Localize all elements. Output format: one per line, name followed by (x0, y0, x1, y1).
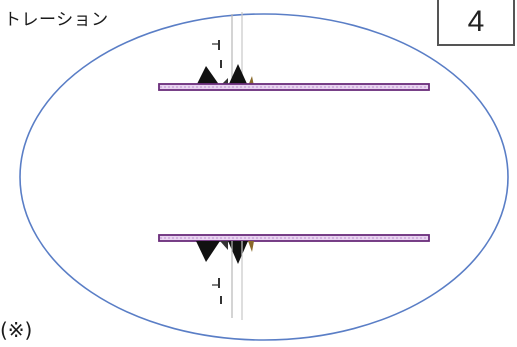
page-number-box: 4 (437, 0, 515, 46)
footnote-mark: (※) (0, 318, 33, 342)
upper-support (196, 64, 254, 86)
outline-ellipse (19, 13, 509, 341)
lower-hanger (212, 241, 243, 320)
lower-support (196, 241, 254, 264)
page-number: 4 (467, 5, 485, 38)
page-title: トレーション (4, 10, 109, 30)
